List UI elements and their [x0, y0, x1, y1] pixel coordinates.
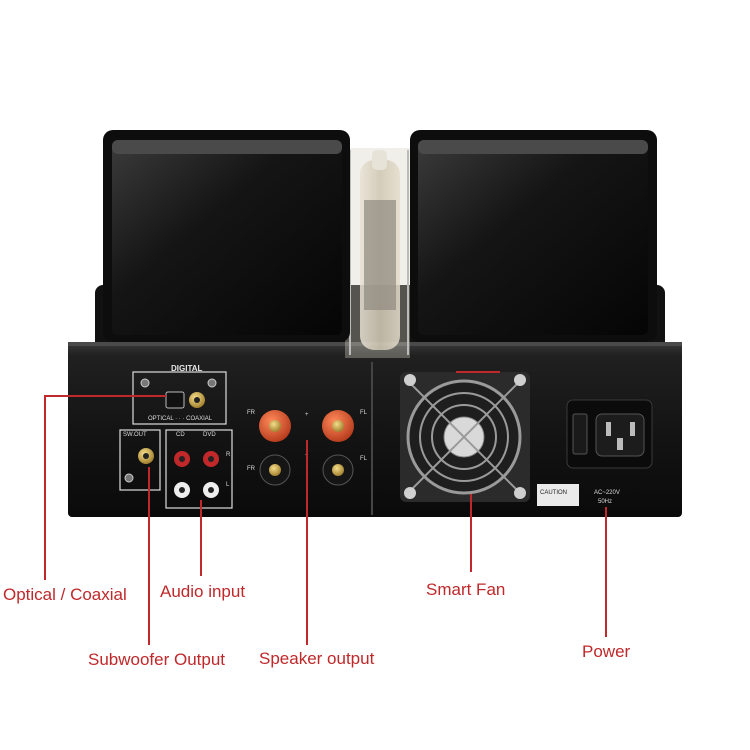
left-transformer [103, 130, 350, 342]
cooling-fan [400, 371, 530, 502]
callout-audio-input: Audio input [160, 582, 246, 601]
dvd-label: DVD [203, 432, 216, 438]
cd-label: CD [176, 432, 185, 438]
digital-label: DIGITAL [171, 364, 203, 373]
speaker-terminals [259, 410, 354, 486]
vacuum-tube [345, 148, 410, 358]
caution-label [537, 484, 579, 506]
left-channel-label: L [226, 482, 230, 488]
optical-port [165, 391, 185, 409]
right-channel-label: R [226, 452, 231, 458]
optical-coaxial-label: OPTICAL · · · COAXIAL [148, 416, 213, 422]
right-transformer [410, 130, 657, 342]
leader-speaker-v [306, 440, 308, 645]
fr-label-top: FR [247, 410, 255, 416]
caution-text: CAUTION [540, 490, 567, 496]
frequency-label: 50Hz [598, 499, 613, 505]
sw-out-label: SW.OUT [123, 432, 147, 438]
leader-optical-h [44, 395, 166, 397]
fl-label-bottom: FL [360, 456, 368, 462]
leader-subwoofer-v [148, 467, 150, 645]
audio-input-box [165, 429, 233, 509]
callout-power: Power [582, 642, 631, 661]
leader-fan-v [470, 494, 472, 572]
callout-speaker-output: Speaker output [259, 649, 375, 668]
fl-label-top: FL [360, 410, 368, 416]
callout-optical-coaxial: Optical / Coaxial [3, 585, 127, 604]
plus-label: + [305, 412, 309, 418]
digital-input-box [132, 371, 227, 425]
callout-subwoofer-output: Subwoofer Output [88, 650, 226, 669]
sw-out-box [119, 429, 161, 491]
ac-voltage-label: AC~220V [594, 490, 620, 496]
fr-label-bottom: FR [247, 466, 255, 472]
leader-optical-v [44, 395, 46, 580]
callout-smart-fan: Smart Fan [426, 580, 506, 599]
power-inlet [566, 399, 653, 469]
leader-power-v [605, 507, 607, 637]
amplifier-photo [68, 130, 682, 517]
leader-audio-v [200, 500, 202, 576]
